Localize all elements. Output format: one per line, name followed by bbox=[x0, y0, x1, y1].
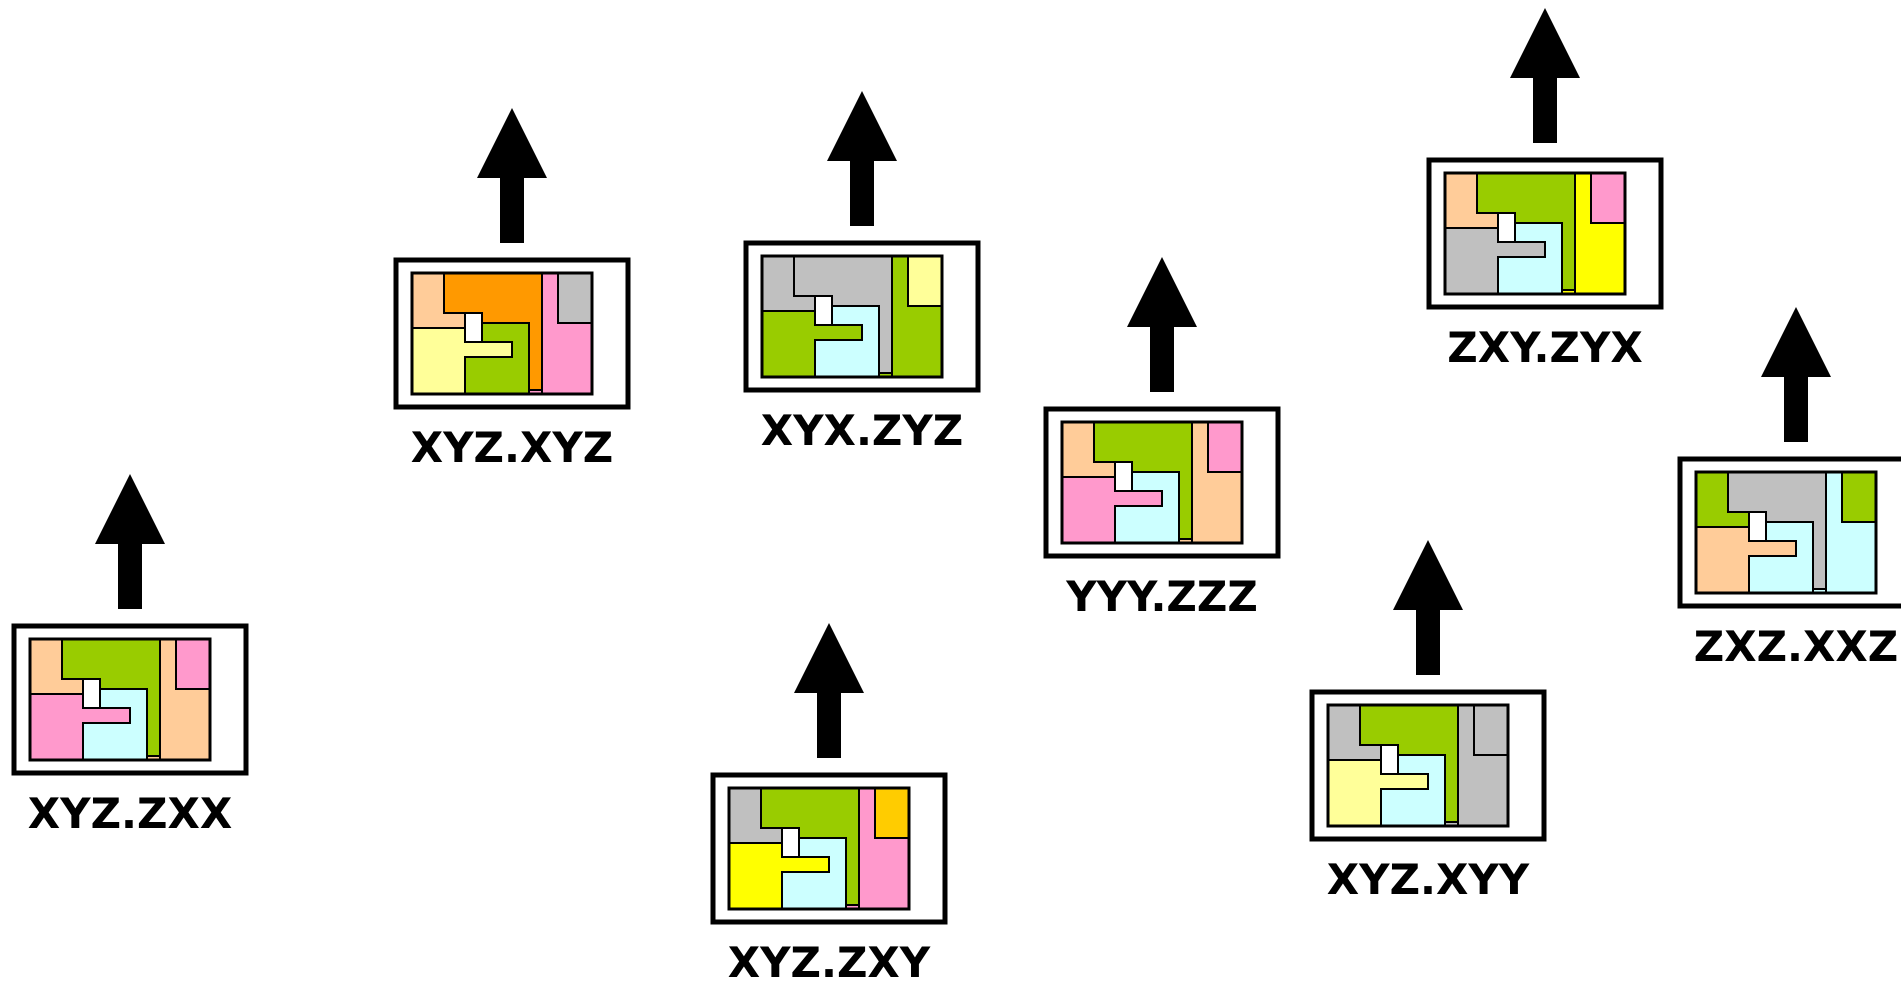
icons-layer: XYZ.ZXX XYZ.XYZ XYX.ZYZ XYZ.ZXY YYY.ZZZ ZXY.Z… bbox=[11, 8, 1901, 987]
tiles-border bbox=[28, 637, 212, 762]
tile-piece-4 bbox=[1590, 172, 1626, 224]
icon-label: XYZ.ZXY bbox=[728, 938, 931, 987]
arrow-up-icon bbox=[1761, 307, 1831, 377]
arrow-up-icon bbox=[827, 91, 897, 161]
arrow-up-icon bbox=[1393, 540, 1463, 610]
arrow-up-icon bbox=[794, 623, 864, 693]
arrow-up-icon bbox=[1127, 257, 1197, 327]
arrow-shaft bbox=[500, 177, 524, 243]
bearing-icon-7: XYZ.XYY bbox=[1309, 540, 1547, 904]
tiles-border bbox=[760, 254, 944, 379]
tile-piece-4 bbox=[557, 272, 593, 324]
tiles-border bbox=[1443, 171, 1627, 296]
icon-label: XYZ.XYZ bbox=[411, 423, 613, 472]
tiles-border bbox=[727, 786, 911, 911]
tile-piece-4 bbox=[1841, 471, 1877, 523]
bearing-icon-2: XYZ.XYZ bbox=[393, 108, 631, 472]
bearing-icon-6: ZXY.ZYX bbox=[1426, 8, 1664, 372]
icon-label: XYX.ZYZ bbox=[761, 406, 963, 455]
arrow-shaft bbox=[118, 543, 142, 609]
icon-label: ZXZ.XXZ bbox=[1694, 622, 1898, 671]
icon-label: XYZ.XYY bbox=[1327, 855, 1530, 904]
tiles-border bbox=[410, 271, 594, 396]
tile-piece-4 bbox=[1207, 421, 1243, 473]
tiles-border bbox=[1694, 470, 1878, 595]
bearing-icon-3: XYX.ZYZ bbox=[743, 91, 981, 455]
icon-label: XYZ.ZXX bbox=[28, 789, 232, 838]
tile-piece-4 bbox=[175, 638, 211, 690]
arrow-shaft bbox=[1784, 376, 1808, 442]
tiles-border bbox=[1326, 703, 1510, 828]
arrow-shaft bbox=[817, 692, 841, 758]
icon-label: YYY.ZZZ bbox=[1065, 572, 1258, 621]
tiles-border bbox=[1060, 420, 1244, 545]
arrow-shaft bbox=[1533, 77, 1557, 143]
arrow-up-icon bbox=[1510, 8, 1580, 78]
bearing-icon-4: XYZ.ZXY bbox=[710, 623, 948, 987]
arrow-up-icon bbox=[95, 474, 165, 544]
arrow-shaft bbox=[850, 160, 874, 226]
bearing-icon-5: YYY.ZZZ bbox=[1043, 257, 1281, 621]
tile-piece-4 bbox=[1473, 704, 1509, 756]
arrow-up-icon bbox=[477, 108, 547, 178]
bearing-icon-8: ZXZ.XXZ bbox=[1677, 307, 1901, 671]
tile-piece-4 bbox=[874, 787, 910, 839]
tile-piece-4 bbox=[907, 255, 943, 307]
icon-label: ZXY.ZYX bbox=[1447, 323, 1643, 372]
arrow-shaft bbox=[1416, 609, 1440, 675]
arrow-shaft bbox=[1150, 326, 1174, 392]
bearing-icon-1: XYZ.ZXX bbox=[11, 474, 249, 838]
